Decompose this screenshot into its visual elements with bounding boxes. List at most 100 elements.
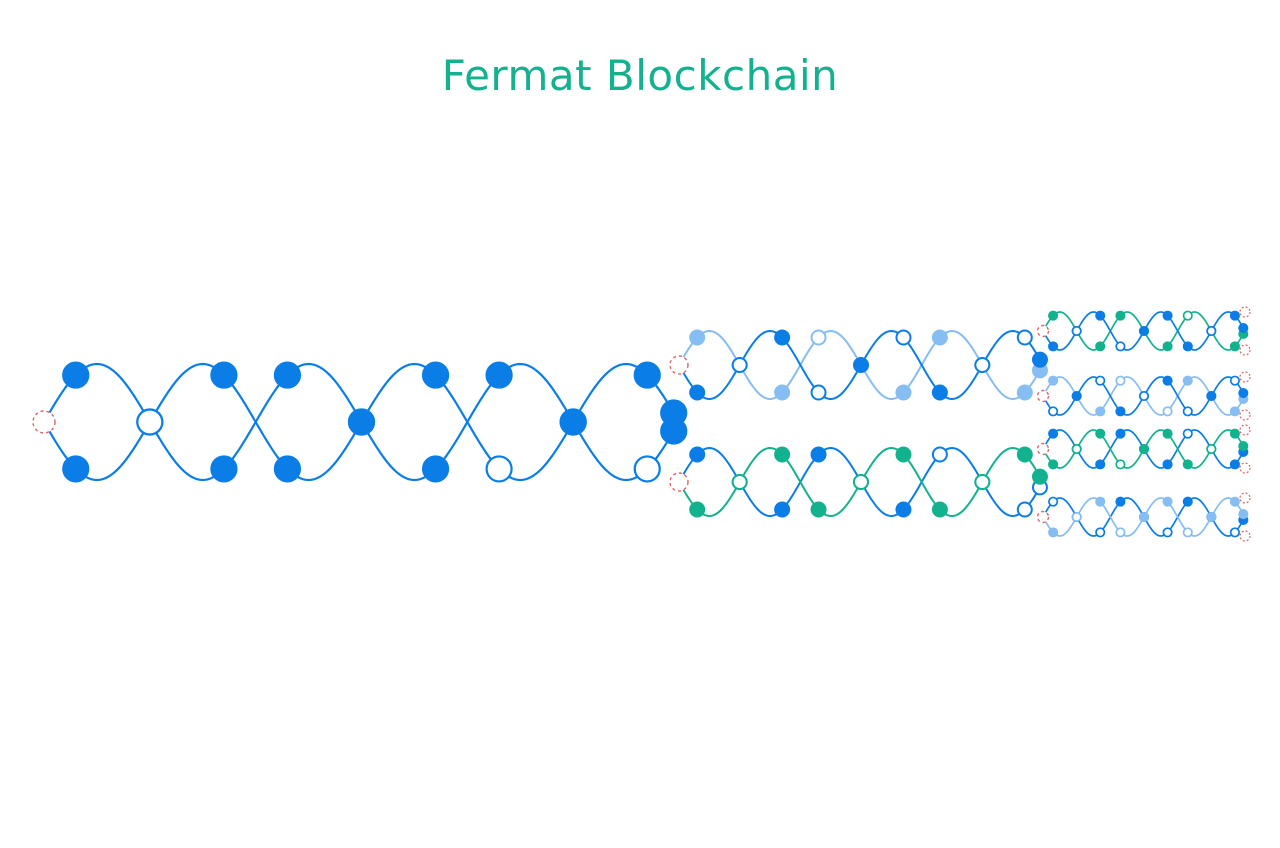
block-pending [731,357,748,373]
block-confirmed [689,329,706,346]
strand-bottom-segment [981,446,1044,483]
strand-top-segment [1143,330,1179,351]
block-pending [485,455,513,483]
strand-top-segment [1176,497,1213,518]
strand-top-segment [1042,376,1078,397]
strand-bottom-segment [678,481,741,518]
block-pending [1206,325,1217,337]
fork-points-layer [32,306,1251,542]
block-confirmed [1115,428,1126,439]
block-confirmed [1115,310,1126,321]
strand-top-segment [799,329,862,366]
strand-gen3-2 [1042,375,1249,417]
strand-bottom-segment [1042,448,1078,469]
block-pending [1182,527,1193,538]
strand-bottom-segment [799,481,862,518]
strand-top-segment [1143,448,1179,469]
strand-top-segment [920,446,984,483]
block-confirmed [810,501,827,518]
strand-bottom-segment [1109,516,1145,537]
strand-bottom-segment [1109,395,1145,416]
block-confirmed [1229,310,1240,321]
block-confirmed [1048,341,1059,352]
block-confirmed [1162,496,1173,507]
fork-point [1036,324,1050,338]
strand-bottom-segment [1210,497,1246,518]
block-pending [974,474,991,490]
strand-top-segment [1210,516,1246,537]
strand-bottom-segment [572,362,681,424]
block-confirmed [774,384,791,401]
strand-top-segment [1176,429,1213,450]
strand-top-segment [148,420,257,482]
block-confirmed [1095,459,1106,470]
block-confirmed [1238,508,1249,520]
block-confirmed [1138,443,1150,455]
block-pending [1095,375,1106,386]
block-confirmed [1206,390,1217,402]
block-pending [895,329,912,346]
block-pending [1115,341,1126,352]
block-pending [810,384,827,401]
block-confirmed [1016,384,1033,401]
block-pending [1162,527,1173,538]
strand-top-segment [860,481,923,518]
block-confirmed [421,361,450,389]
block-confirmed [1138,325,1150,337]
block-pending [1071,325,1082,337]
block-confirmed [1095,310,1106,321]
strand-bottom-segment [254,420,363,482]
strand-top-segment [799,446,862,483]
strand-top-segment [1176,311,1213,332]
block-confirmed [1048,310,1059,321]
block-confirmed [1229,428,1240,439]
strand-top-segment [1075,516,1112,537]
strand-bottom-segment [981,329,1044,366]
block-pending [1162,406,1173,417]
strand-bottom-segment [1176,330,1213,351]
strand-gen2-2 [678,446,1048,518]
block-pending [1182,406,1193,417]
fork-point [669,472,689,492]
fork-point [1036,510,1050,524]
strand-bottom-segment [1042,330,1078,351]
strand-top-segment [1143,395,1179,416]
block-pending [1206,443,1217,455]
block-pending [1016,329,1033,346]
strand-bottom-segment [920,364,984,401]
block-pending [1229,375,1240,386]
block-confirmed [1182,496,1193,507]
strand-top-segment [738,481,802,518]
strand-gen3-3 [1042,428,1249,470]
strand-bottom-segment [799,364,862,401]
fork-point [1239,371,1251,383]
block-confirmed [1162,341,1173,352]
block-confirmed [421,455,450,483]
block-confirmed [774,501,791,518]
fork-point [1239,344,1251,356]
strand-bottom-segment [1143,429,1179,450]
strand-bottom-segment [678,364,741,401]
block-confirmed [895,384,912,401]
strand-top-segment [738,364,802,401]
block-confirmed [1238,322,1249,334]
fork-point [1036,389,1050,403]
block-pending [731,474,748,490]
block-confirmed [774,446,791,463]
strand-top-segment [678,446,741,483]
block-pending [931,446,948,463]
strand-bottom-segment [360,362,469,424]
strand-top-segment [860,364,923,401]
block-confirmed [660,399,688,427]
block-confirmed [1031,468,1048,485]
fork-point [1036,442,1050,456]
block-confirmed [931,384,948,401]
strand-top-segment [1210,330,1246,351]
strand-bottom-segment [148,362,257,424]
strand-top-segment [254,362,363,424]
block-confirmed [689,384,706,401]
strand-top-segment [1109,376,1145,397]
strand-top-segment [1109,497,1145,518]
block-pending [1071,511,1082,523]
strand-bottom-segment [1210,311,1246,332]
